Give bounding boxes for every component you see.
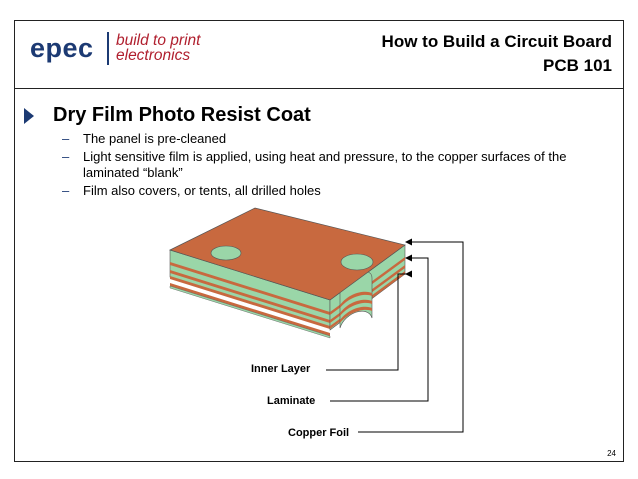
- drilled-hole-top: [210, 245, 242, 261]
- sub-bullet-text: The panel is pre-cleaned: [83, 131, 227, 146]
- callout-lines: [326, 241, 464, 433]
- title-line-1: How to Build a Circuit Board: [381, 32, 612, 51]
- arrow-copper-foil-icon: [405, 238, 412, 246]
- sub-bullet: – Film also covers, or tents, all drille…: [62, 183, 607, 199]
- callout-arrowheads: [405, 238, 412, 278]
- logo-tagline-line1: build to print: [116, 32, 201, 49]
- logo-divider: [107, 32, 109, 65]
- pcb-top-copper: [169, 207, 406, 301]
- logo-tagline-line2: electronics: [116, 47, 191, 64]
- sub-bullet: – Light sensitive film is applied, using…: [62, 149, 607, 181]
- sub-bullet-list: – The panel is pre-cleaned – Light sensi…: [62, 131, 607, 201]
- copper-foil-leader: [358, 241, 464, 433]
- drilled-hole-edge: [340, 253, 374, 271]
- laminate-leader: [330, 257, 429, 402]
- label-laminate: Laminate: [267, 395, 316, 407]
- section-heading: Dry Film Photo Resist Coat: [53, 104, 311, 126]
- logo-brand: epec: [30, 33, 94, 63]
- dash-icon: –: [62, 131, 70, 146]
- slide-frame: [14, 20, 624, 462]
- label-inner-layer: Inner Layer: [251, 363, 311, 375]
- triangle-bullet-icon: [24, 108, 34, 124]
- sub-bullet-text: Light sensitive film is applied, using h…: [83, 149, 567, 180]
- header-divider: [14, 88, 624, 89]
- inner-layer-leader: [326, 273, 411, 371]
- dash-icon: –: [62, 149, 70, 164]
- slide-title: How to Build a Circuit Board PCB 101: [382, 30, 612, 78]
- arrow-inner-layer-icon: [405, 270, 412, 278]
- label-copper-foil: Copper Foil: [288, 427, 350, 439]
- arrow-laminate-icon: [405, 254, 412, 262]
- page-number: 24: [607, 449, 616, 458]
- logo-tagline: build to print electronics: [116, 32, 201, 64]
- title-line-2: PCB 101: [543, 56, 612, 75]
- sub-bullet-text: Film also covers, or tents, all drilled …: [83, 183, 321, 198]
- sub-bullet: – The panel is pre-cleaned: [62, 131, 607, 147]
- dash-icon: –: [62, 183, 70, 198]
